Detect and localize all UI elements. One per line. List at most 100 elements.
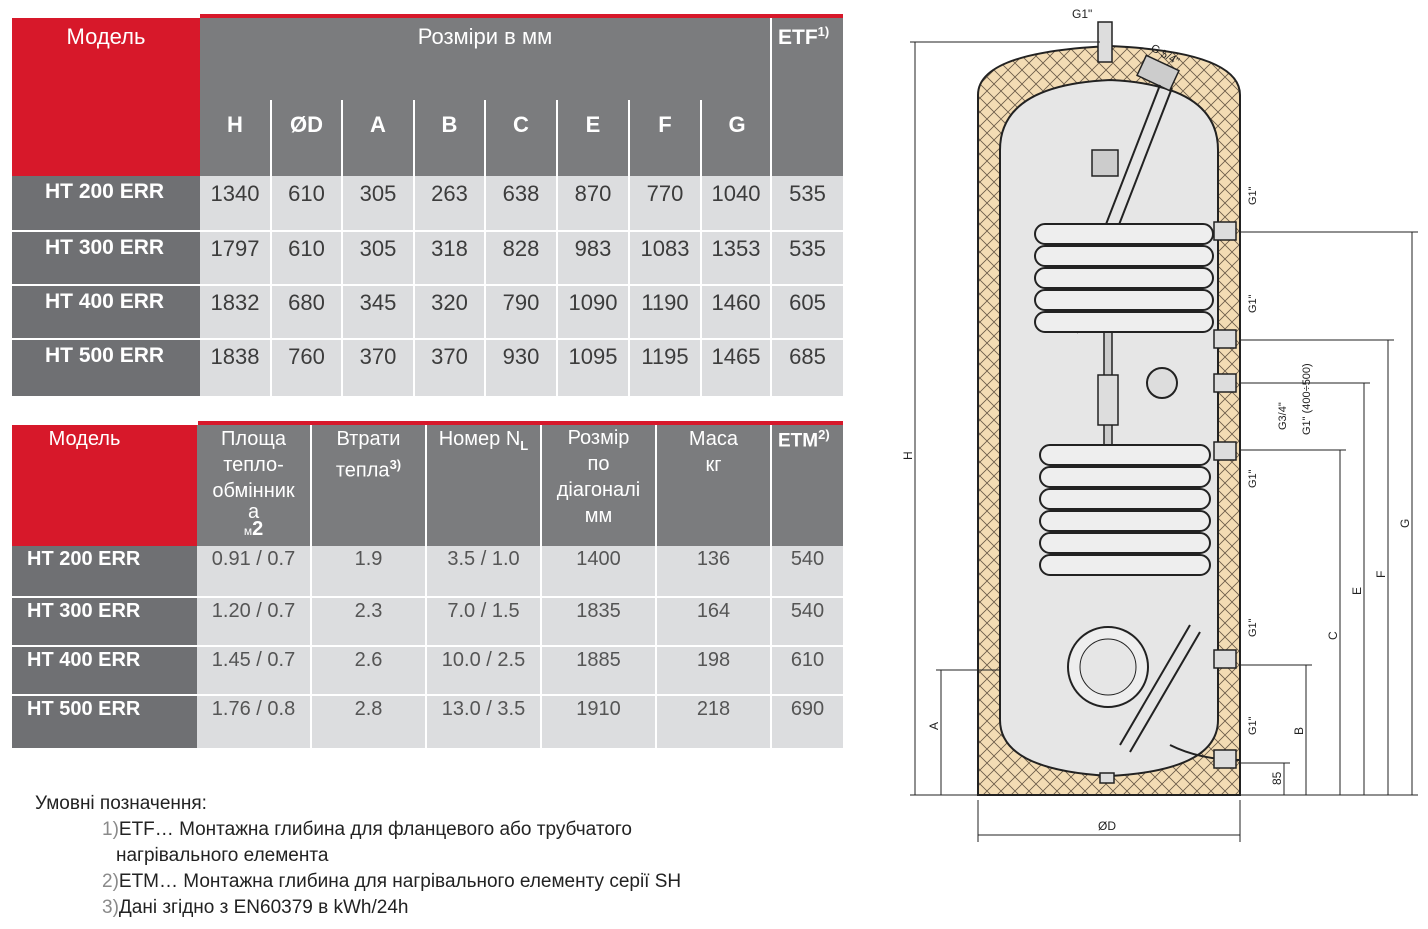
- table-cell: 305: [343, 176, 415, 232]
- dims-header: Розміри в мм: [417, 24, 553, 49]
- table-top-accent: [198, 421, 843, 425]
- dims-header-cell: Розміри в мм: [200, 18, 772, 176]
- table-cell: 540: [772, 546, 843, 598]
- table-cell: 1910: [542, 696, 657, 748]
- table-row-model: HT 300 ERR: [12, 232, 200, 286]
- table-cell: 7.0 / 1.5: [427, 598, 542, 647]
- side-connection-label: G1": [1247, 294, 1259, 313]
- table-cell: 1.9: [312, 546, 427, 598]
- etm-header: ETM2): [778, 427, 830, 452]
- dim-label-e: E: [1350, 587, 1364, 595]
- note-1-continued: нагрівального елемента: [116, 845, 329, 866]
- note-1: 1)ETF… Монтажна глибина для фланцевого а…: [102, 819, 632, 840]
- col-header-g: G: [728, 112, 746, 137]
- dimension-lines: [910, 41, 1418, 842]
- etm-header-cell: ETM2): [772, 425, 843, 546]
- dim-label-h: H: [901, 451, 915, 460]
- table-cell: 870: [558, 176, 630, 232]
- table-cell: 610: [272, 232, 343, 286]
- table-cell: 1400: [542, 546, 657, 598]
- circulation-label: G3/4": [1277, 402, 1289, 430]
- header-divider: [556, 100, 558, 176]
- dim-label-b: B: [1292, 727, 1306, 735]
- table-cell: 318: [415, 232, 486, 286]
- loss-header: Втрати тепла3): [312, 425, 427, 546]
- table-cell: 218: [657, 696, 772, 748]
- table-cell: 1465: [702, 340, 772, 396]
- anode-plug: [1091, 149, 1119, 177]
- table-cell: 610: [272, 176, 343, 232]
- table-cell: 1460: [702, 286, 772, 340]
- table-cell: 3.5 / 1.0: [427, 546, 542, 598]
- note-3: 3)Дані згідно з EN60379 в kWh/24h: [102, 897, 409, 918]
- lower-heat-exchanger-coil: [1039, 444, 1211, 576]
- table-cell: 164: [657, 598, 772, 647]
- table-cell: 1353: [702, 232, 772, 286]
- table-cell: 1.45 / 0.7: [197, 647, 312, 696]
- table-cell: 770: [630, 176, 702, 232]
- area-unit: м2: [243, 518, 264, 540]
- side-connection-label: G1": [1247, 186, 1259, 205]
- diagonal-header: Розмір по діагоналі мм: [542, 425, 657, 546]
- col-header-b: B: [441, 112, 458, 137]
- model-header-cell: Модель: [12, 18, 200, 176]
- table-cell: 2.6: [312, 647, 427, 696]
- etf-header-cell: ETF1): [772, 18, 843, 176]
- drain-plug: [1099, 772, 1115, 784]
- table-row-model: HT 300 ERR: [12, 598, 197, 647]
- table-cell: 535: [772, 176, 843, 232]
- table-cell: 198: [657, 647, 772, 696]
- table-cell: 685: [772, 340, 843, 396]
- table-row-model: HT 200 ERR: [12, 546, 197, 598]
- area-header-line: Площа: [221, 428, 286, 450]
- table-cell: 1.76 / 0.8: [197, 696, 312, 748]
- table-cell: 535: [772, 232, 843, 286]
- table-cell: 1838: [200, 340, 272, 396]
- table-row-model: HT 500 ERR: [12, 696, 197, 748]
- note-2: 2)ETM… Монтажна глибина для нагрівальног…: [102, 871, 682, 892]
- table-cell: 263: [415, 176, 486, 232]
- table-cell: 1095: [558, 340, 630, 396]
- area-header-line: а: [247, 501, 260, 523]
- table-cell: 1797: [200, 232, 272, 286]
- table-cell: 540: [772, 598, 843, 647]
- mass-header-line: кг: [705, 454, 722, 476]
- table-cell: 2.3: [312, 598, 427, 647]
- dimension-labels: H A 85 B C E F G ØD: [901, 451, 1412, 833]
- area-header-line: обмінник: [212, 480, 295, 502]
- mass-header-line: Маса: [688, 428, 739, 450]
- table-cell: 1083: [630, 232, 702, 286]
- table-cell: 1090: [558, 286, 630, 340]
- table-row-model: HT 400 ERR: [12, 647, 197, 696]
- circulation-port: [1146, 367, 1178, 399]
- model-header: Модель: [66, 24, 146, 49]
- header-divider: [413, 100, 415, 176]
- top-connection-label: G1": [1072, 7, 1092, 21]
- table-cell: 610: [772, 647, 843, 696]
- side-connection-label: G1": [1247, 618, 1259, 637]
- table-cell: 605: [772, 286, 843, 340]
- header-divider: [628, 100, 630, 176]
- header-divider: [270, 100, 272, 176]
- dim-label-f: F: [1374, 571, 1388, 578]
- dim-label-c: C: [1326, 631, 1340, 640]
- col-header-h: H: [227, 112, 243, 137]
- table-row-model: HT 400 ERR: [12, 286, 200, 340]
- col-header-e: E: [585, 112, 601, 137]
- mass-header: Маса кг: [657, 425, 772, 546]
- table-cell: 828: [486, 232, 558, 286]
- notes-title: Умовні позначення:: [35, 793, 207, 814]
- area-header-line: тепло-: [223, 454, 284, 476]
- upper-heat-exchanger-coil: [1034, 223, 1214, 333]
- etf-header: ETF1): [778, 24, 830, 49]
- header-divider: [700, 100, 702, 176]
- side-connection-label: G1": [1247, 716, 1259, 735]
- table-cell: 345: [343, 286, 415, 340]
- number-header-line: Номер NL: [438, 428, 529, 453]
- dim-label-od: ØD: [1098, 819, 1116, 833]
- number-header: Номер NL: [427, 425, 542, 546]
- top-connection: [1097, 21, 1113, 63]
- table-cell: 13.0 / 3.5: [427, 696, 542, 748]
- table-cell: 136: [657, 546, 772, 598]
- table-cell: 1190: [630, 286, 702, 340]
